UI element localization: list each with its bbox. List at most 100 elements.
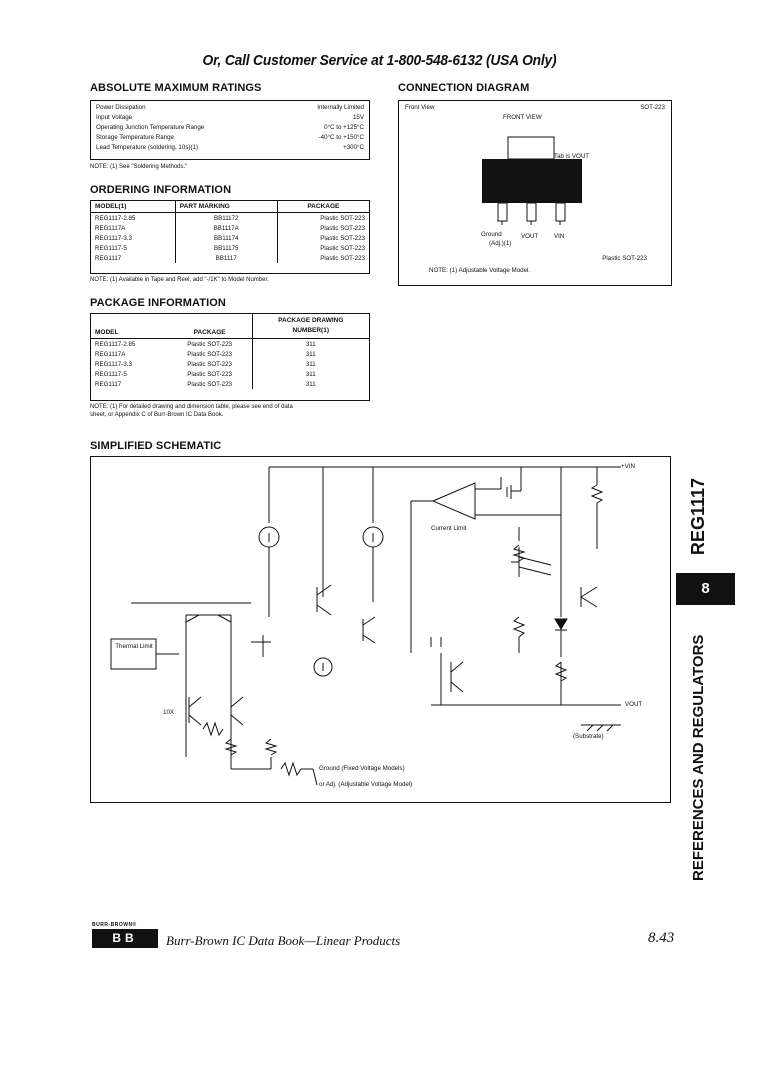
table-cell: 311 <box>251 379 369 389</box>
package-type-label: Plastic SOT-223 <box>602 255 647 262</box>
table-cell: Plastic SOT-223 <box>276 253 369 263</box>
rating-label: Power Dissipation <box>96 103 146 111</box>
rating-value: 0°C to +125°C <box>324 123 364 131</box>
package-drawing-header: PACKAGE DRAWING <box>278 317 344 324</box>
abs-max-note: NOTE: (1) See "Soldering Methods." <box>90 164 188 170</box>
table-cell: Plastic SOT-223 <box>187 370 232 378</box>
rating-label: Storage Temperature Range <box>96 133 174 141</box>
ground-fixed-label: Ground (Fixed Voltage Models) <box>319 765 405 772</box>
rating-value: -40°C to +150°C <box>318 133 364 141</box>
table-cell: 311 <box>251 349 369 359</box>
rating-label: Operating Junction Temperature Range <box>96 123 205 131</box>
schematic-diagram: +VIN VOUT Current Limit Thermal Limit (S… <box>90 456 671 803</box>
table-row: REG1117-3.3 Plastic SOT-223 311 <box>91 359 369 369</box>
logo-wordmark: BURR-BROWN® <box>92 922 137 928</box>
ordering-header: PART MARKING <box>174 201 278 213</box>
table-row: REG1117-2.85 Plastic SOT-223 311 <box>91 338 369 349</box>
table-cell: 311 <box>251 338 369 349</box>
vin-label: +VIN <box>621 463 635 470</box>
table-cell: REG1117-2.85 <box>95 340 136 348</box>
table-cell: Plastic SOT-223 <box>276 233 369 243</box>
vin-pin-label: VIN <box>554 233 565 240</box>
table-cell: Plastic SOT-223 <box>276 223 369 233</box>
adj-label: or Adj. (Adjustable Voltage Model) <box>319 781 413 788</box>
rating-value: 15V <box>352 113 364 121</box>
vout-label: VOUT <box>625 701 643 708</box>
sidebar-section-title: REFERENCES AND REGULATORS <box>690 634 707 882</box>
rating-label: Lead Temperature (soldering, 10s)(1) <box>96 143 199 151</box>
thermal-limit-label: Thermal Limit <box>115 643 153 650</box>
current-limit-label: Current Limit <box>431 525 467 532</box>
rating-row: Power Dissipation Internally Limited <box>96 102 364 112</box>
sidebar-part-number: REG1117 <box>688 478 708 556</box>
abs-max-table: Power Dissipation Internally Limited Inpu… <box>90 100 370 160</box>
connection-note: NOTE: (1) Adjustable Voltage Model. <box>429 267 531 274</box>
table-cell: REG1117-2.85 <box>95 214 136 222</box>
rating-row: Operating Junction Temperature Range 0°C … <box>96 122 364 132</box>
burr-brown-logo: BB <box>92 929 158 948</box>
sot223-label: SOT-223 <box>640 104 665 111</box>
ordering-header: PACKAGE <box>276 201 369 213</box>
package-number-header: NUMBER(1) <box>292 327 330 334</box>
rating-label: Input Voltage <box>96 113 133 121</box>
package-note-line: NOTE: (1) For detailed drawing and dimen… <box>90 404 293 410</box>
table-cell: BB11174 <box>174 233 278 243</box>
package-table: MODEL PACKAGE PACKAGE DRAWING NUMBER(1) R… <box>90 313 370 401</box>
table-cell: Plastic SOT-223 <box>276 243 369 253</box>
package-note: NOTE: (1) For detailed drawing and dimen… <box>90 403 293 419</box>
abs-max-heading: ABSOLUTE MAXIMUM RATINGS <box>90 82 262 94</box>
table-cell: BB11172 <box>174 212 278 223</box>
connection-diagram: Front View SOT-223 FRONT VIEW Tab is VOU… <box>398 100 672 286</box>
table-cell: Plastic SOT-223 <box>276 212 369 223</box>
section-tab: 8 <box>676 573 735 605</box>
table-cell: Plastic SOT-223 <box>187 350 232 358</box>
table-cell: REG1117 <box>95 254 122 262</box>
package-header: PACKAGE DRAWING NUMBER(1) <box>251 314 369 339</box>
table-cell: Plastic SOT-223 <box>187 360 232 368</box>
rating-row: Storage Temperature Range -40°C to +150°C <box>96 132 364 142</box>
table-cell: Plastic SOT-223 <box>187 340 232 348</box>
rating-row: Input Voltage 15V <box>96 112 364 122</box>
table-cell: 311 <box>251 369 369 379</box>
package-note-line: sheet, or Appendix C of Burr-Brown IC Da… <box>90 412 224 418</box>
ordering-heading: ORDERING INFORMATION <box>90 184 232 196</box>
ordering-table: MODEL(1) PART MARKING PACKAGE REG1117-2.… <box>90 200 370 274</box>
sot223-package-drawing <box>482 136 582 225</box>
table-cell: BB11175 <box>174 243 278 253</box>
multiplier-label: 10X <box>163 709 175 716</box>
adj-pin-label: (Adj.)(1) <box>489 240 512 247</box>
table-cell: 311 <box>251 359 369 369</box>
connection-heading: CONNECTION DIAGRAM <box>398 82 530 94</box>
schematic-circuit <box>110 466 621 786</box>
table-row: REG1117A Plastic SOT-223 311 <box>91 349 369 359</box>
table-cell: REG1117A <box>95 350 126 358</box>
rating-value: Internally Limited <box>317 103 364 111</box>
page-number: 8.43 <box>648 930 675 946</box>
schematic-heading: SIMPLIFIED SCHEMATIC <box>90 440 222 452</box>
front-view-label: Front View <box>405 104 435 111</box>
package-header: MODEL <box>91 314 168 339</box>
table-cell: BB1117 <box>174 253 278 263</box>
tab-label: Tab is VOUT <box>554 153 590 160</box>
ground-pin-label: Ground <box>481 231 502 238</box>
table-cell: REG1117-3.3 <box>95 234 132 242</box>
rating-row: Lead Temperature (soldering, 10s)(1) +300… <box>96 142 364 152</box>
substrate-label: (Substrate) <box>573 733 604 740</box>
table-cell: REG1117A <box>95 224 126 232</box>
ordering-note: NOTE: (1) Available in Tape and Reel, ad… <box>90 277 269 283</box>
rating-value: +300°C <box>343 143 364 151</box>
vout-pin-label: VOUT <box>521 233 539 240</box>
front-view-caps: FRONT VIEW <box>503 114 542 121</box>
table-cell: REG1117-3.3 <box>95 360 132 368</box>
table-cell: REG1117-5 <box>95 244 127 252</box>
footer-title: Burr-Brown IC Data Book—Linear Products <box>166 933 401 948</box>
table-cell: BB1117A <box>174 223 278 233</box>
package-header: PACKAGE <box>167 314 253 339</box>
